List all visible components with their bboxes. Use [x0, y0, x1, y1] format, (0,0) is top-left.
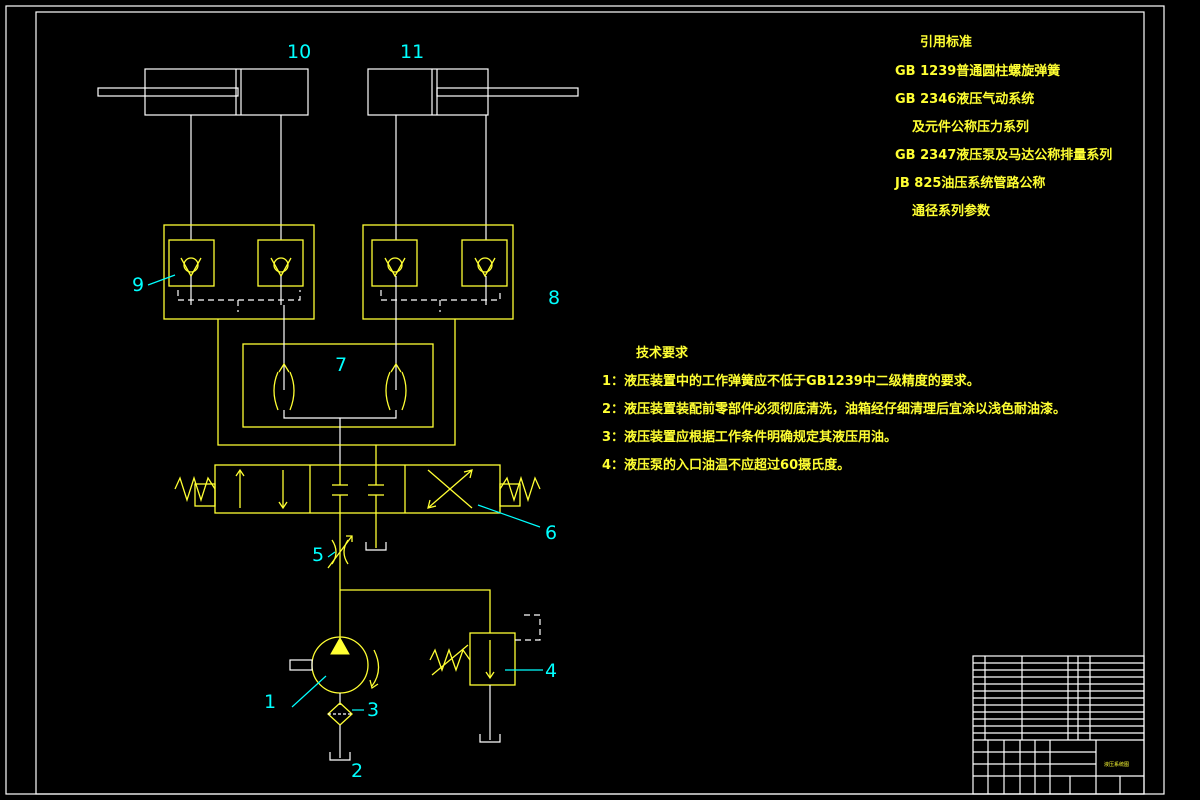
- check-valve-block-9: [163, 224, 315, 320]
- label-9: 9: [132, 274, 144, 296]
- filter-3: [327, 702, 353, 761]
- standards-heading: 引用标准: [920, 34, 972, 50]
- label-1: 1: [264, 691, 276, 713]
- tech-item: 1：液压装置中的工作弹簧应不低于GB1239中二级精度的要求。: [602, 373, 980, 389]
- cylinder-11: [367, 68, 579, 116]
- tech-item: 3：液压装置应根据工作条件明确规定其液压用油。: [602, 429, 897, 445]
- label-4: 4: [545, 660, 557, 682]
- cylinder-10: [97, 68, 309, 116]
- relief-valve-4: [429, 614, 541, 743]
- return-lines: [217, 319, 456, 465]
- label-6: 6: [545, 522, 557, 544]
- synchronizing-valve-7: [242, 305, 434, 465]
- standards-line: 通径系列参数: [912, 203, 991, 219]
- label-11: 11: [400, 41, 424, 63]
- pressure-line: [327, 513, 491, 640]
- tech-heading: 技术要求: [636, 345, 689, 361]
- label-5: 5: [312, 544, 324, 566]
- standards-notes: 引用标准 GB 1239普通圆柱螺旋弹簧 GB 2346液压气动系统 及元件公称…: [894, 34, 1112, 219]
- standards-line: GB 2347液压泵及马达公称排量系列: [895, 147, 1112, 163]
- technical-requirements: 技术要求 1：液压装置中的工作弹簧应不低于GB1239中二级精度的要求。 2：液…: [602, 345, 1066, 473]
- label-3: 3: [367, 699, 379, 721]
- directional-valve-6: [174, 464, 541, 551]
- tech-item: 4：液压泵的入口油温不应超过60摄氏度。: [602, 457, 850, 473]
- standards-line: 及元件公称压力系列: [912, 119, 1029, 135]
- title-block: 液压系统图: [972, 655, 1145, 795]
- standards-line: GB 2346液压气动系统: [895, 91, 1034, 107]
- standards-line: JB 825油压系统管路公称: [894, 175, 1045, 191]
- label-8: 8: [548, 287, 560, 309]
- drawing-title: 液压系统图: [1104, 761, 1129, 768]
- label-7: 7: [335, 354, 347, 376]
- label-10: 10: [287, 41, 311, 63]
- check-valve-block-8: [362, 224, 514, 320]
- inner-frame: [35, 11, 1145, 795]
- leader-lines: [147, 274, 543, 711]
- pump-1: [289, 636, 380, 705]
- standards-line: GB 1239普通圆柱螺旋弹簧: [895, 63, 1060, 79]
- cylinder-lines: [190, 115, 487, 240]
- label-2: 2: [351, 760, 363, 782]
- tech-item: 2：液压装置装配前零部件必须彻底清洗，油箱经仔细清理后宜涂以浅色耐油漆。: [602, 401, 1066, 417]
